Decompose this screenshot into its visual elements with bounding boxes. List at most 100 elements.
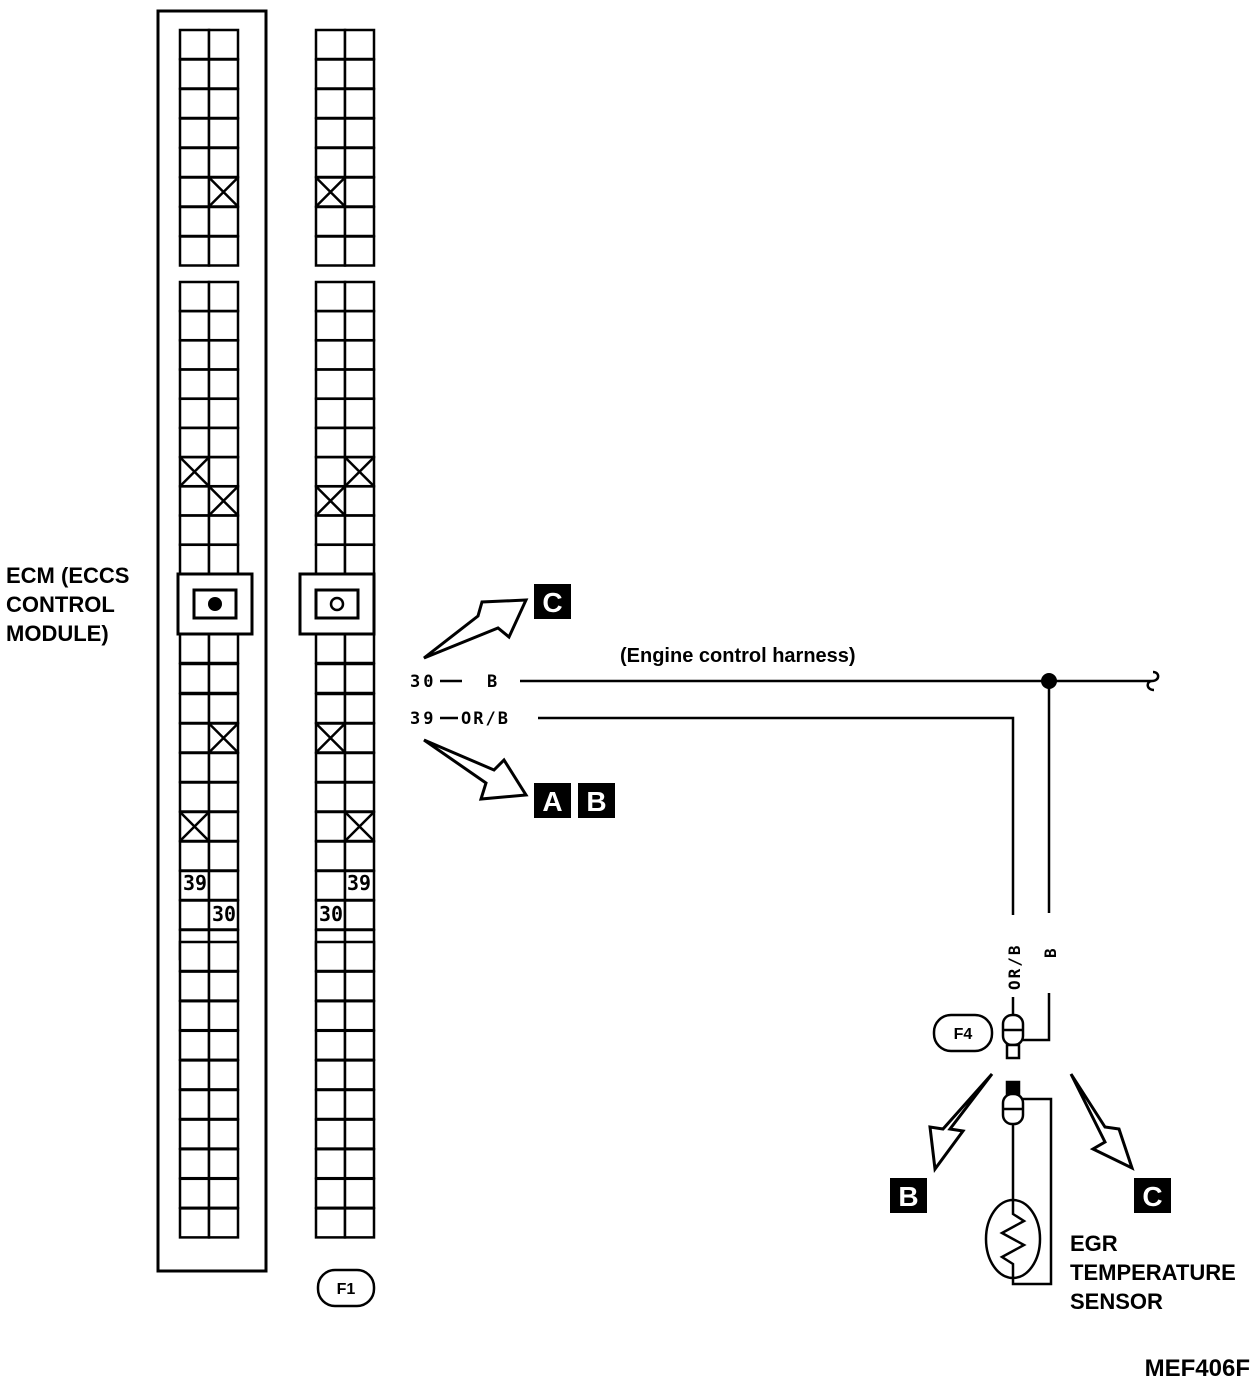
connector-cavity (314, 1207, 347, 1239)
ecm-label-line-1: ECM (ECCS (6, 563, 129, 588)
connector-cavity (314, 1029, 347, 1062)
wire-30-terminal: 30 (410, 672, 436, 692)
connector-cavity (343, 117, 376, 149)
connector-cavity (178, 722, 211, 754)
ref-badge-c-bottom: C (1134, 1178, 1171, 1213)
connector-cavity (314, 1177, 347, 1210)
connector-cavity (343, 58, 376, 90)
connector-cavity (178, 1177, 211, 1210)
connector-cavity (207, 1059, 240, 1091)
connector-cavity (343, 781, 376, 813)
connector-cavity (207, 543, 240, 576)
connector-cavity (178, 205, 211, 238)
connector-cavity (207, 970, 240, 1002)
connector-cavity (343, 632, 376, 665)
connector-cavity (343, 840, 376, 872)
connector-cavity (343, 751, 376, 784)
connector-cavity (343, 426, 376, 459)
wire-continuation-mark (1140, 670, 1160, 692)
f4-harness-connector (1001, 1013, 1025, 1060)
connector-cavity (178, 426, 211, 459)
connector-cavity (314, 810, 347, 843)
connector-cavity (314, 999, 347, 1032)
connector-cavity (178, 58, 211, 90)
ref-badge-b-bottom: B (890, 1178, 927, 1213)
connector-cavity (343, 1177, 376, 1210)
arrow-to-c-top (423, 598, 529, 660)
sensor-label-line-1: EGR (1070, 1231, 1118, 1256)
connector-cavity (343, 543, 376, 576)
connector-cavity (314, 309, 347, 342)
wire-39-color: OR/B (461, 709, 510, 729)
connector-cavity (343, 176, 376, 208)
ecm-housing (156, 9, 268, 1273)
connector-cavity (178, 87, 211, 120)
arrow-to-ab (423, 738, 529, 801)
wire-b-to-f4 (1023, 993, 1051, 1042)
connector-cavity (207, 940, 240, 973)
unused-cavity-mark (315, 722, 346, 754)
svg-text:F1: F1 (337, 1281, 356, 1298)
connector-cavity (207, 205, 240, 238)
connector-cavity (343, 692, 376, 725)
connector-cavity (207, 397, 240, 430)
connector-cavity (178, 662, 211, 695)
connector-cavity (343, 368, 376, 400)
unused-cavity-mark (344, 811, 375, 842)
connector-cavity (207, 810, 240, 843)
connector-cavity (178, 146, 211, 179)
connector-cavity (314, 514, 347, 546)
connector-cavity (314, 869, 347, 902)
connector-cavity (178, 339, 211, 371)
connector-cavity (314, 235, 347, 267)
connector-cavity (314, 28, 347, 61)
harness-connector-grid (314, 28, 376, 1239)
connector-cavity (178, 781, 211, 813)
f4-sensor-connector (1001, 1080, 1025, 1126)
connector-cavity (178, 280, 211, 313)
connector-cavity (178, 692, 211, 725)
connector-cavity (207, 999, 240, 1032)
connector-cavity (207, 368, 240, 400)
connector-cavity (207, 455, 240, 488)
connector-cavity (207, 840, 240, 872)
connector-cavity (343, 970, 376, 1002)
connector-cavity (314, 1147, 347, 1180)
connector-cavity (207, 1088, 240, 1121)
svg-text:A: A (542, 786, 562, 817)
connector-cavity (343, 1029, 376, 1062)
connector-cavity (178, 485, 211, 517)
connector-cavity (178, 632, 211, 665)
connector-cavity (314, 970, 347, 1002)
connector-cavity (207, 1118, 240, 1150)
connector-cavity (314, 368, 347, 400)
connector-cavity (207, 1147, 240, 1180)
connector-cavity (207, 781, 240, 813)
connector-cavity (207, 632, 240, 665)
ecm-connector-latch (176, 572, 254, 636)
connector-cavity (207, 662, 240, 695)
connector-cavity (178, 28, 211, 61)
connector-cavity (207, 117, 240, 149)
sensor-label-line-3: SENSOR (1070, 1289, 1163, 1314)
wire-39-orb-line (538, 716, 1015, 915)
vertical-wire-orb-label: OR/B (1005, 943, 1024, 990)
svg-text:B: B (586, 786, 606, 817)
connector-cavity (178, 176, 211, 208)
connector-cavity (314, 662, 347, 695)
connector-cavity (314, 632, 347, 665)
connector-cavity (207, 87, 240, 120)
figure-code: MEF406F (1145, 1355, 1250, 1382)
connector-cavity (178, 117, 211, 149)
connector-cavity (314, 840, 347, 872)
unused-cavity-mark (344, 456, 375, 488)
connector-cavity (343, 397, 376, 430)
ecm-terminal-39-label: 39 (183, 871, 207, 895)
connector-cavity (178, 1029, 211, 1062)
ecm-label-line-2: CONTROL (6, 592, 115, 617)
connector-cavity (207, 58, 240, 90)
svg-text:B: B (898, 1181, 918, 1212)
connector-cavity (314, 87, 347, 120)
connector-cavity (207, 339, 240, 371)
